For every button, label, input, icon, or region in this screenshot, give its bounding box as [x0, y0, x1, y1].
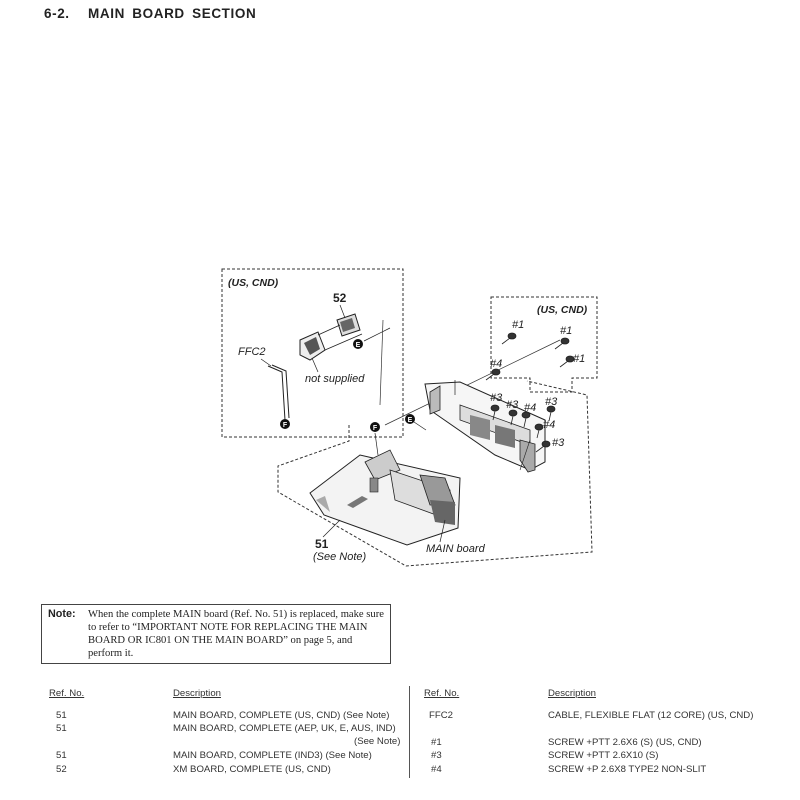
note-body: When the complete MAIN board (Ref. No. 5… [88, 609, 384, 659]
connector-e-marker-main: E [405, 414, 415, 424]
see-note-label: (See Note) [313, 551, 367, 563]
screw-4-label-c: #4 [543, 419, 555, 431]
note-text-block: Note: When the complete MAIN board (Ref.… [48, 608, 384, 660]
description-header: Description [548, 688, 596, 699]
screw-4-upper [485, 368, 501, 381]
region-left-label: (US, CND) [228, 277, 279, 289]
section-title: 6-2. MAIN BOARD SECTION [44, 6, 256, 21]
region-left-outline [221, 268, 404, 438]
not-supplied-label: not supplied [305, 373, 365, 385]
part-description: XM BOARD, COMPLETE (US, CND) [173, 764, 331, 775]
svg-text:F: F [283, 422, 288, 429]
part-ref: #1 [431, 737, 442, 748]
screw-3-b [508, 409, 518, 426]
exploded-view-diagram: (US, CND) (US, CND) 52 FFC2 not supplied… [221, 268, 598, 567]
main-board [309, 449, 461, 546]
svg-text:E: E [408, 417, 413, 424]
main-board-label: MAIN board [426, 543, 486, 555]
part-ref: 51 [56, 723, 67, 734]
ref-no-header: Ref. No. [424, 688, 460, 699]
part-description: MAIN BOARD, COMPLETE (US, CND) (See Note… [173, 710, 390, 721]
part-description-cont: (See Note) [354, 736, 401, 747]
part-description: SCREW +PTT 2.6X10 (S) [548, 750, 659, 761]
part-description: MAIN BOARD, COMPLETE (AEP, UK, E, AUS, I… [173, 723, 396, 734]
section-number: 6-2. [44, 6, 70, 21]
screw-1-top-right [554, 337, 570, 350]
screw-3-d [535, 440, 551, 453]
connector-f-marker-main: F [370, 422, 380, 432]
screw-3-c [546, 405, 556, 422]
svg-text:F: F [373, 425, 378, 432]
xm-board [299, 313, 363, 361]
connector-f-marker-ffc: F [280, 419, 290, 429]
part-description: CABLE, FLEXIBLE FLAT (12 CORE) (US, CND) [548, 710, 754, 721]
ref-52-label: 52 [333, 291, 347, 305]
ref-51-label: 51 [315, 537, 329, 551]
part-ref: #3 [431, 750, 442, 761]
screw-4-mid [521, 411, 531, 428]
screw-1-right [559, 355, 575, 368]
region-right-outline [490, 296, 598, 393]
svg-text:E: E [356, 342, 361, 349]
screw-1-label-c: #1 [573, 353, 585, 365]
screw-3-label-a: #3 [490, 392, 503, 404]
screw-4-label-a: #4 [490, 358, 502, 370]
part-ref: FFC2 [429, 710, 453, 721]
part-ref: 52 [56, 764, 67, 775]
screw-group [485, 332, 575, 453]
description-header: Description [173, 688, 221, 699]
screw-4-lower [534, 423, 544, 439]
screw-4-label-b: #4 [524, 402, 536, 414]
screw-1-top-left [501, 332, 517, 345]
connector-e-marker-xm: E [353, 339, 363, 349]
screw-3-label-b: #3 [506, 399, 519, 411]
part-ref: 51 [56, 750, 67, 761]
screw-3-label-d: #3 [552, 437, 565, 449]
note-box: Note: When the complete MAIN board (Ref.… [41, 604, 391, 664]
part-ref: #4 [431, 764, 442, 775]
part-description: MAIN BOARD, COMPLETE (IND3) (See Note) [173, 750, 372, 761]
part-description: SCREW +PTT 2.6X6 (S) (US, CND) [548, 737, 702, 748]
main-board-region-outline [277, 380, 593, 567]
screw-3-label-c: #3 [545, 396, 558, 408]
section-name: MAIN BOARD SECTION [88, 6, 257, 21]
column-divider [409, 686, 410, 778]
part-ref: 51 [56, 710, 67, 721]
front-bracket-assembly [424, 380, 546, 473]
note-label: Note: [48, 608, 76, 620]
screw-1-label-b: #1 [560, 325, 572, 337]
ffc2-cable [267, 364, 290, 424]
part-description: SCREW +P 2.6X8 TYPE2 NON-SLIT [548, 764, 707, 775]
ref-no-header: Ref. No. [49, 688, 85, 699]
screw-3-a [490, 404, 500, 421]
screw-1-label-a: #1 [512, 319, 524, 331]
ffc2-label: FFC2 [238, 346, 266, 358]
region-right-label: (US, CND) [537, 304, 588, 316]
